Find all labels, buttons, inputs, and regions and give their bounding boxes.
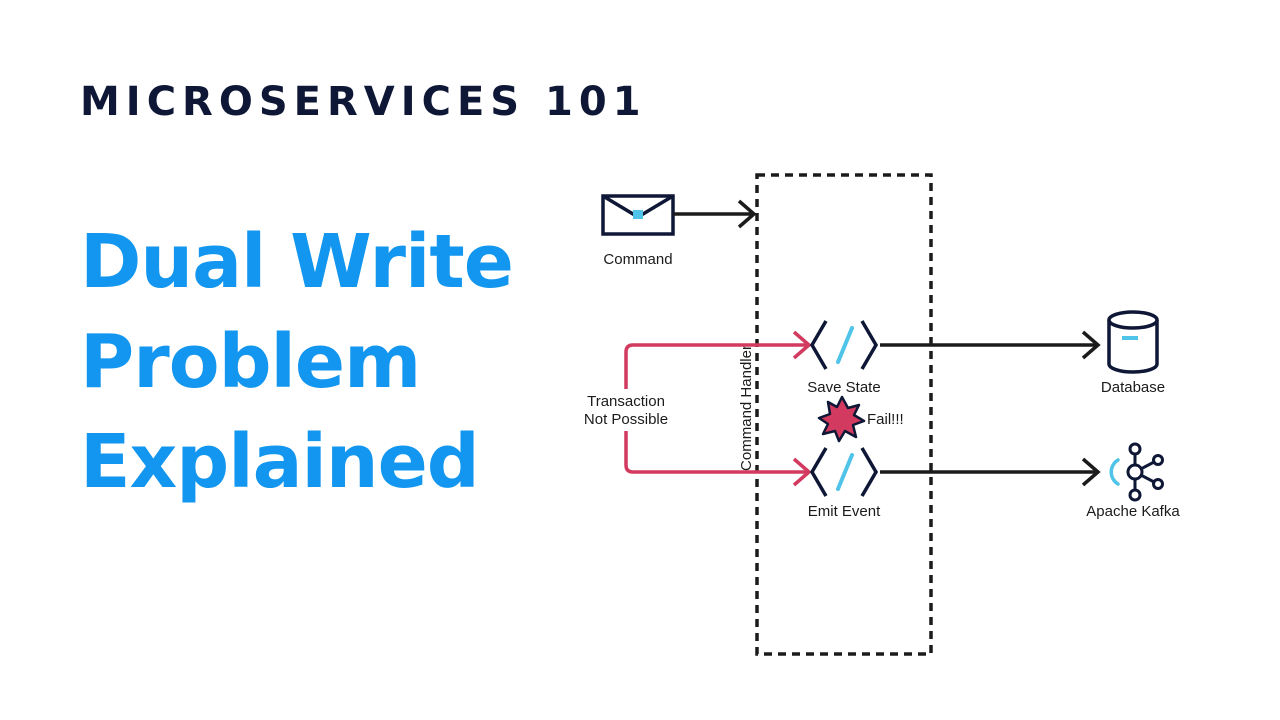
kafka-label: Apache Kafka xyxy=(1086,503,1180,520)
save-state-label: Save State xyxy=(807,379,880,396)
command-handler-container xyxy=(755,173,933,656)
database-cylinder-icon xyxy=(1107,310,1159,374)
explosion-icon xyxy=(817,395,866,443)
kafka-icon xyxy=(1109,442,1164,502)
kafka-arrow xyxy=(880,457,1101,487)
emit-event-code-icon xyxy=(809,447,879,497)
envelope-icon xyxy=(601,194,675,236)
save-state-code-icon xyxy=(809,320,879,370)
fail-label: Fail!!! xyxy=(867,411,904,428)
command-label: Command xyxy=(603,251,672,268)
command-arrow xyxy=(673,199,757,229)
transaction-label-line-2: Not Possible xyxy=(584,411,668,428)
emit-event-label: Emit Event xyxy=(808,503,881,520)
series-title: MICROSERVICES 101 xyxy=(80,79,647,125)
headline: Dual Write Problem Explained xyxy=(80,212,514,512)
database-arrow xyxy=(880,330,1101,360)
headline-line-3: Explained xyxy=(80,419,480,505)
database-label: Database xyxy=(1101,379,1165,396)
transaction-label-line-1: Transaction xyxy=(587,393,665,410)
transaction-arrows xyxy=(624,330,812,487)
command-handler-label: Command Handler xyxy=(738,345,755,471)
headline-line-1: Dual Write xyxy=(80,219,514,305)
headline-line-2: Problem xyxy=(80,319,421,405)
